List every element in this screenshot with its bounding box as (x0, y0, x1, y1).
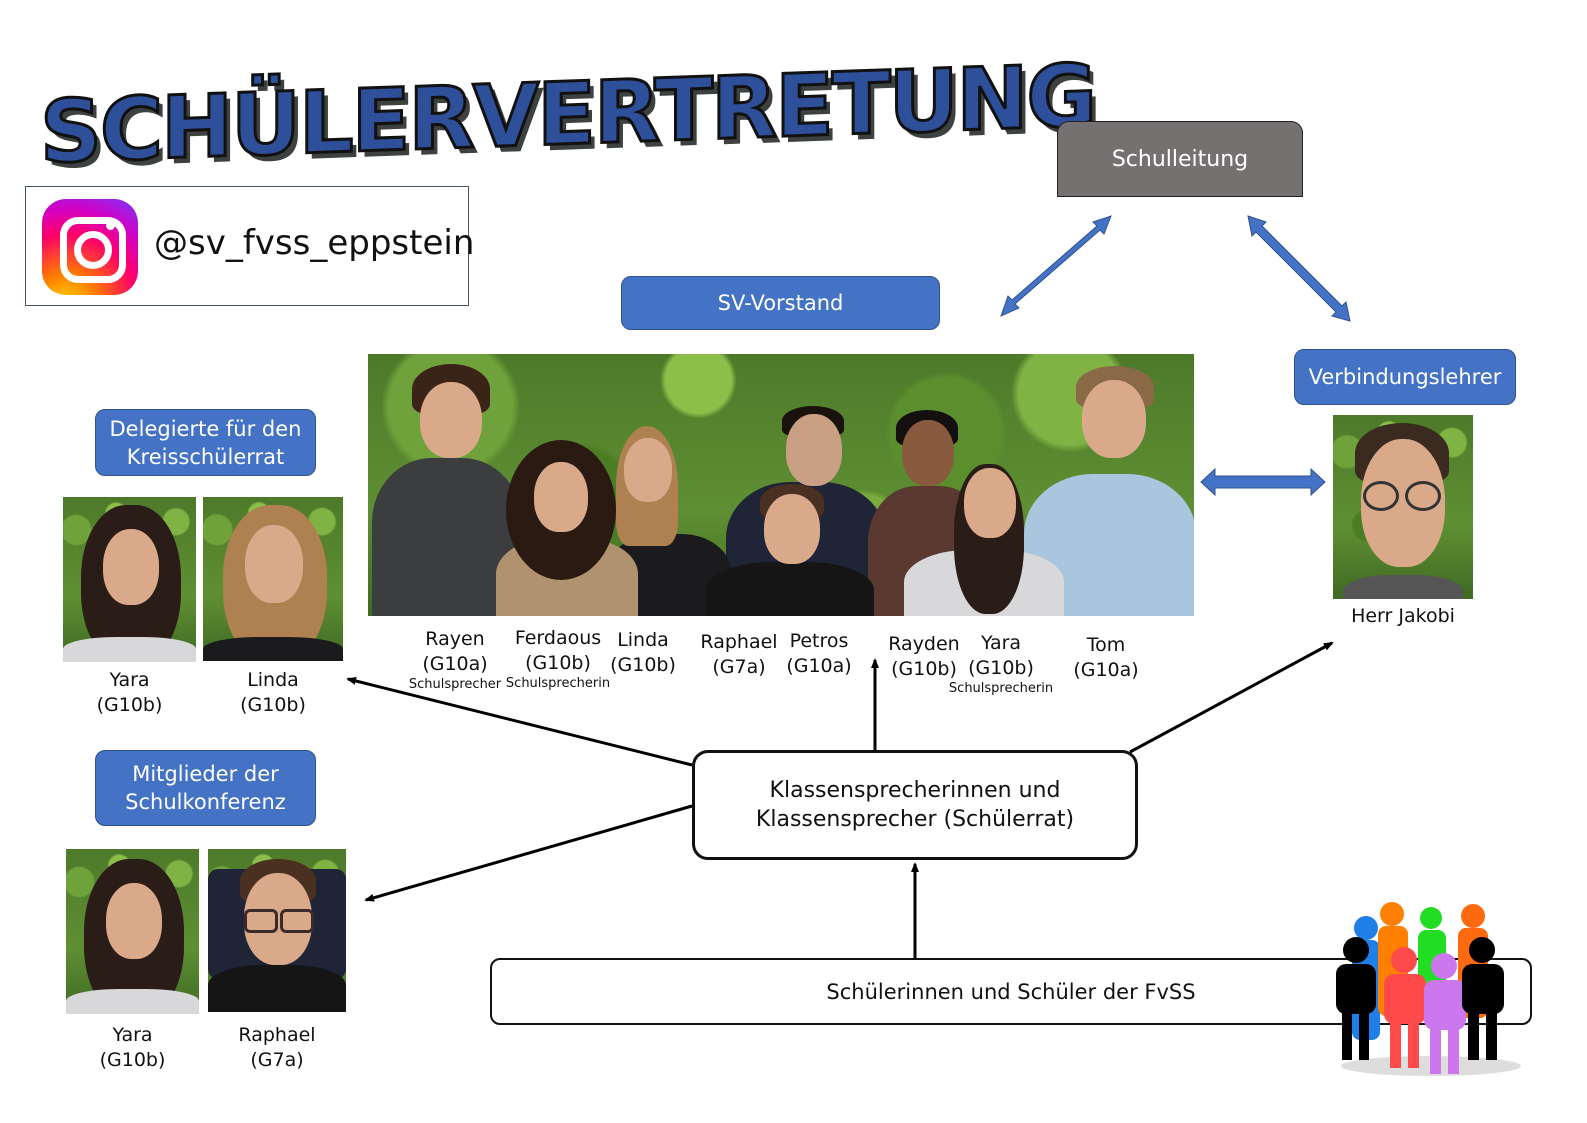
member-class: (G10a) (422, 653, 488, 675)
instagram-handle[interactable]: @sv_fvss_eppstein (154, 223, 475, 263)
member-class: (G10b) (99, 1049, 166, 1071)
person-figure-purple (1424, 953, 1466, 1074)
member-name: Petros (789, 630, 849, 652)
member-class: (G10a) (1073, 659, 1139, 681)
member-caption: Yara (G10b) (63, 668, 196, 718)
member-class: (G10b) (968, 657, 1034, 679)
double-arrow-vorstand-schulleitung (1000, 215, 1112, 317)
member-caption: Rayden (G10b) (884, 632, 964, 682)
member-caption: Yara (G10b) (66, 1023, 199, 1073)
member-caption: Raphael (G7a) (208, 1023, 346, 1073)
member-caption: Petros (G10a) (782, 629, 856, 679)
person-figure-red (1384, 947, 1426, 1068)
page-title: SCHÜLERVERTRETUNG (39, 45, 1097, 185)
member-name: Yara (980, 632, 1022, 654)
double-arrow-vorstand-verbindungslehrer (1200, 467, 1326, 497)
member-role: Schulsprecherin (948, 681, 1054, 696)
portrait-photo (203, 497, 343, 661)
member-class: (G7a) (250, 1049, 304, 1071)
portrait-photo (208, 849, 346, 1012)
member-name: Yara (112, 1024, 153, 1046)
sv-vorstand-box: SV-Vorstand (621, 276, 940, 330)
teacher-photo (1333, 415, 1473, 599)
group-photo (368, 354, 1194, 616)
member-caption: Linda (G10b) (608, 628, 678, 678)
instagram-box[interactable]: @sv_fvss_eppstein (25, 186, 474, 306)
member-caption: Linda (G10b) (203, 668, 343, 718)
member-class: (G7a) (712, 656, 766, 678)
person-figure-black-2 (1462, 937, 1504, 1060)
member-name: Linda (617, 629, 669, 651)
member-name: Yara (109, 669, 150, 691)
schulkonferenz-box: Mitglieder der Schulkonferenz (95, 750, 316, 826)
member-class: (G10b) (610, 654, 676, 676)
member-name: Linda (247, 669, 299, 691)
schulleitung-box: Schulleitung (1057, 121, 1303, 197)
member-class: (G10b) (240, 694, 306, 716)
member-caption: Tom (G10a) (1068, 633, 1144, 683)
member-name: Raphael (700, 631, 778, 653)
member-role: Schulsprecher (408, 677, 502, 692)
arrow-to-verbindungslehrer (1129, 641, 1334, 754)
schuelerrat-box: Klassensprecherinnen und Klassensprecher… (692, 750, 1138, 860)
portrait-photo (66, 849, 199, 1014)
member-class: (G10a) (786, 655, 852, 677)
member-name: Tom (1086, 634, 1126, 656)
member-caption: Yara (G10b) Schulsprecherin (948, 631, 1054, 697)
verbindungslehrer-box: Verbindungslehrer (1294, 349, 1516, 405)
member-class: (G10b) (525, 652, 591, 674)
group-of-people-icon (1336, 902, 1521, 1076)
member-name: Rayen (425, 628, 485, 650)
member-name: Raphael (238, 1024, 316, 1046)
member-role: Schulsprecherin (505, 676, 611, 691)
teacher-name: Herr Jakobi (1351, 605, 1455, 627)
member-name: Rayden (888, 633, 960, 655)
portrait-photo (63, 497, 196, 662)
member-caption: Rayen (G10a) Schulsprecher (405, 627, 505, 693)
double-arrow-schulleitung-verbindungslehrer (1247, 215, 1351, 322)
delegierte-box: Delegierte für den Kreisschülerrat (95, 409, 316, 476)
member-class: (G10b) (96, 694, 163, 716)
member-class: (G10b) (891, 658, 957, 680)
instagram-icon (42, 199, 138, 295)
person-figure-black (1336, 937, 1376, 1060)
arrow-to-schulkonferenz (364, 804, 693, 902)
member-name: Ferdaous (514, 627, 602, 649)
member-caption: Raphael (G7a) (697, 630, 781, 680)
member-caption: Ferdaous (G10b) Schulsprecherin (505, 626, 611, 692)
